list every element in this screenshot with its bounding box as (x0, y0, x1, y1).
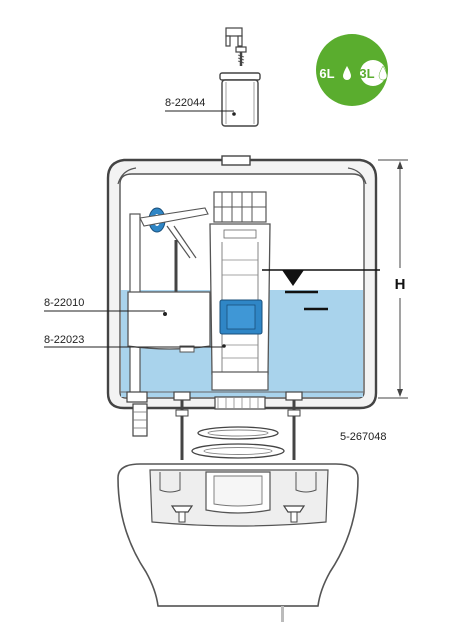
full-flush-label: 6L (319, 66, 334, 81)
water-drop-icon (343, 66, 351, 80)
flush-valve (209, 191, 271, 410)
badge-circle (316, 34, 388, 106)
drawing-reference-label: 5-267048 (340, 431, 387, 443)
half-flush-label: 3L (359, 66, 374, 81)
seal-rings (191, 426, 285, 459)
tank-bolts (132, 391, 303, 460)
flush-valve-part-label: 8-22023 (44, 334, 84, 346)
height-dimension: H (378, 159, 408, 399)
water-drop-small-icon (378, 65, 388, 81)
dual-flush-badge: 6L 3L (316, 34, 388, 106)
fill-valve (126, 207, 211, 403)
fill-valve-part-label: 8-22010 (44, 297, 84, 309)
divider-mark (281, 606, 284, 622)
wing-nut-right-icon (282, 505, 306, 523)
screw-icon (235, 46, 247, 66)
wing-nut-left-icon (170, 505, 194, 523)
water-level-indicator (262, 269, 380, 311)
toilet-bowl (117, 463, 359, 607)
cap-assembly (219, 27, 261, 127)
cap-icon (219, 72, 261, 127)
height-dimension-label: H (395, 276, 406, 293)
clip-icon (225, 27, 243, 47)
half-flush-disc (360, 60, 386, 86)
cap-part-label: 8-22044 (165, 97, 205, 109)
